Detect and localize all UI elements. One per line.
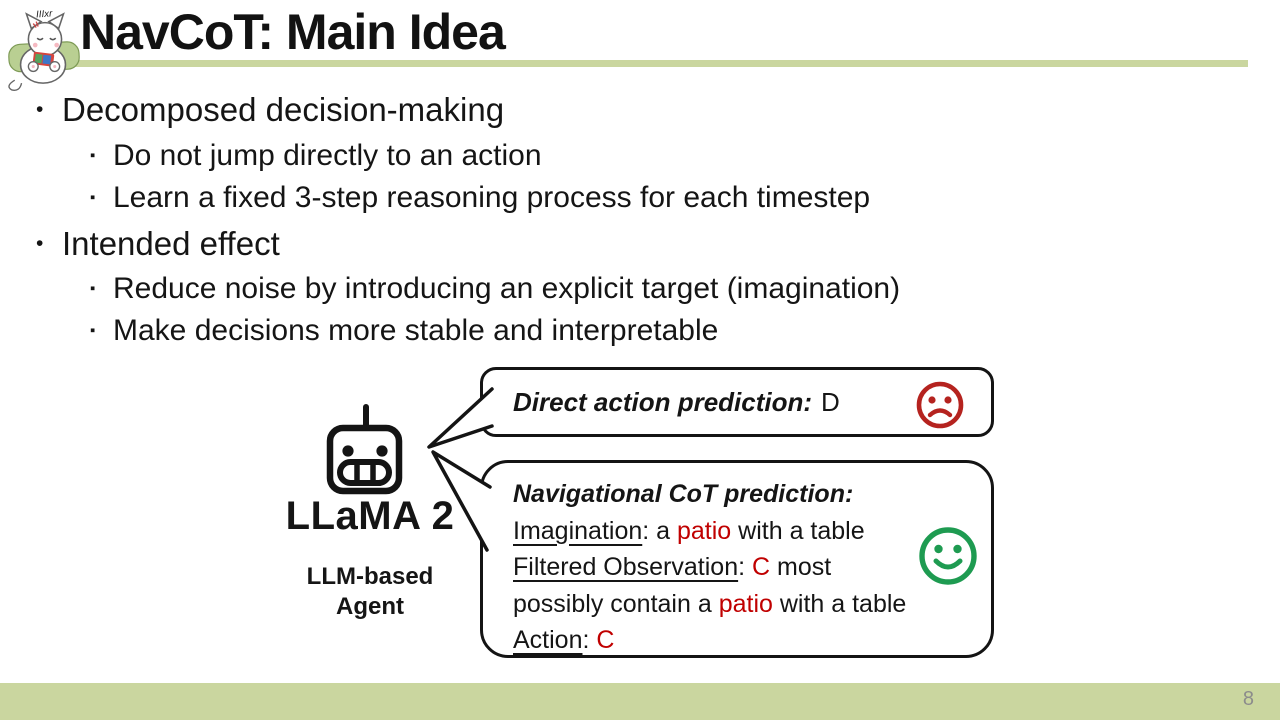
bullet-label: Intended effect xyxy=(62,225,280,262)
sub-bullet-label: Learn a fixed 3-step reasoning process f… xyxy=(113,181,871,214)
model-label: LLaMA 2 xyxy=(285,494,455,538)
direct-prediction-bubble: Direct action prediction: D xyxy=(480,367,994,437)
bullet-item: • Intended effect xyxy=(36,224,280,264)
sub-bullet-label: Do not jump directly to an action xyxy=(113,139,542,172)
sub-bullet-item: ▪ Make decisions more stable and interpr… xyxy=(90,312,718,349)
cot-prediction-title: Navigational CoT prediction: xyxy=(513,480,854,508)
logo-text: IIIxr xyxy=(36,8,54,20)
page-number: 8 xyxy=(1242,688,1254,710)
sub-bullet-glyph: ▪ xyxy=(90,147,96,164)
sub-bullet-glyph: ▪ xyxy=(90,322,96,339)
cat-head xyxy=(27,21,63,57)
sub-bullet-item: ▪ Do not jump directly to an action xyxy=(90,137,542,174)
bullet-glyph: • xyxy=(36,232,44,255)
sub-bullet-item: ▪ Reduce noise by introducing an explici… xyxy=(90,270,900,307)
sad-face-icon xyxy=(916,381,964,429)
robot-icon xyxy=(326,404,403,495)
cat-tail xyxy=(8,79,23,91)
footer-bar xyxy=(0,683,1280,720)
page-title: NavCoT: Main Idea xyxy=(80,4,506,60)
sub-bullet-label: Reduce noise by introducing an explicit … xyxy=(113,272,901,305)
sub-bullet-item: ▪ Learn a fixed 3-step reasoning process… xyxy=(90,179,870,216)
agent-caption: LLM-based Agent xyxy=(306,563,434,620)
smiley-face-icon xyxy=(919,527,977,585)
sub-bullet-glyph: ▪ xyxy=(90,280,96,297)
book-icon xyxy=(32,51,55,67)
bullet-glyph: • xyxy=(36,98,44,121)
sub-bullet-glyph: ▪ xyxy=(90,189,96,206)
title-divider xyxy=(70,60,1248,67)
bullet-item: • Decomposed decision-making xyxy=(36,90,504,130)
direct-prediction-value: D xyxy=(821,386,840,417)
bullet-label: Decomposed decision-making xyxy=(62,91,505,128)
cot-prediction-bubble: Navigational CoT prediction: Imagination… xyxy=(480,460,994,658)
direct-prediction-title: Direct action prediction: xyxy=(513,386,813,417)
lab-logo: IIIxr xyxy=(8,8,80,91)
sub-bullet-label: Make decisions more stable and interpret… xyxy=(113,314,719,347)
